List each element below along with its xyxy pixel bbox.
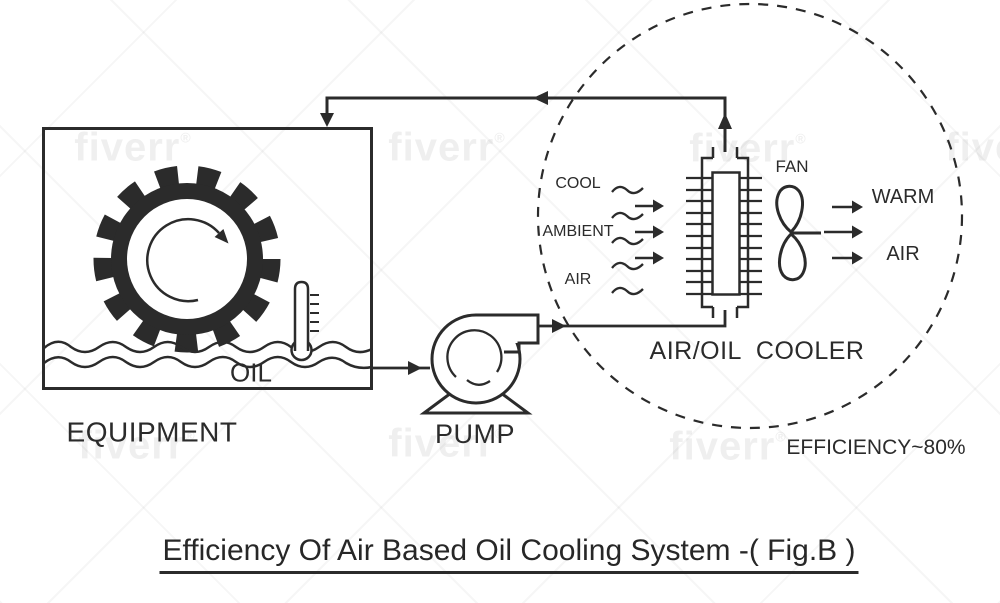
fan-label: FAN — [775, 157, 809, 177]
fan-icon — [775, 184, 821, 282]
pipe-pump-to-cooler — [538, 310, 727, 333]
oil-label: OIL — [230, 357, 272, 388]
fiverr-watermark: fiverr® — [669, 424, 787, 469]
fiverr-watermark: fiverr® — [388, 421, 506, 466]
gear-icon — [93, 165, 281, 353]
fiverr-watermark: fiverr® — [74, 125, 192, 170]
fiverr-watermark: fiverr® — [689, 126, 807, 171]
air-squiggle-icon — [611, 185, 644, 296]
heat-exchanger-icon — [686, 147, 762, 318]
cool-ambient-air-label: COOL AMBIENT AIR — [542, 175, 614, 288]
pump-icon — [419, 313, 540, 415]
cool-air-flow — [611, 185, 664, 296]
thermometer-icon — [290, 280, 319, 362]
fiverr-watermark: fiverr® — [78, 423, 196, 468]
pump-label: PUMP — [434, 418, 516, 449]
cool-air-arrows — [635, 199, 664, 265]
oil-wave-icon — [43, 340, 373, 370]
pipe-tank-to-pump — [371, 361, 430, 375]
efficiency-label: EFFICIENCY~80% — [786, 435, 966, 459]
pipe-cooler-to-tank — [320, 91, 732, 152]
fiverr-watermark: fiverr® — [388, 125, 506, 170]
equipment-label: EQUIPMENT — [66, 416, 238, 448]
figure-title: Efficiency Of Air Based Oil Cooling Syst… — [159, 534, 859, 574]
rotation-arrow-icon — [146, 217, 229, 303]
air-oil-cooler-label: AIR/OIL COOLER — [649, 336, 865, 365]
warm-air-arrows — [824, 200, 863, 265]
equipment-tank — [42, 127, 373, 390]
warm-air-label: WARM AIR — [871, 186, 935, 265]
system-boundary-circle — [536, 2, 964, 430]
